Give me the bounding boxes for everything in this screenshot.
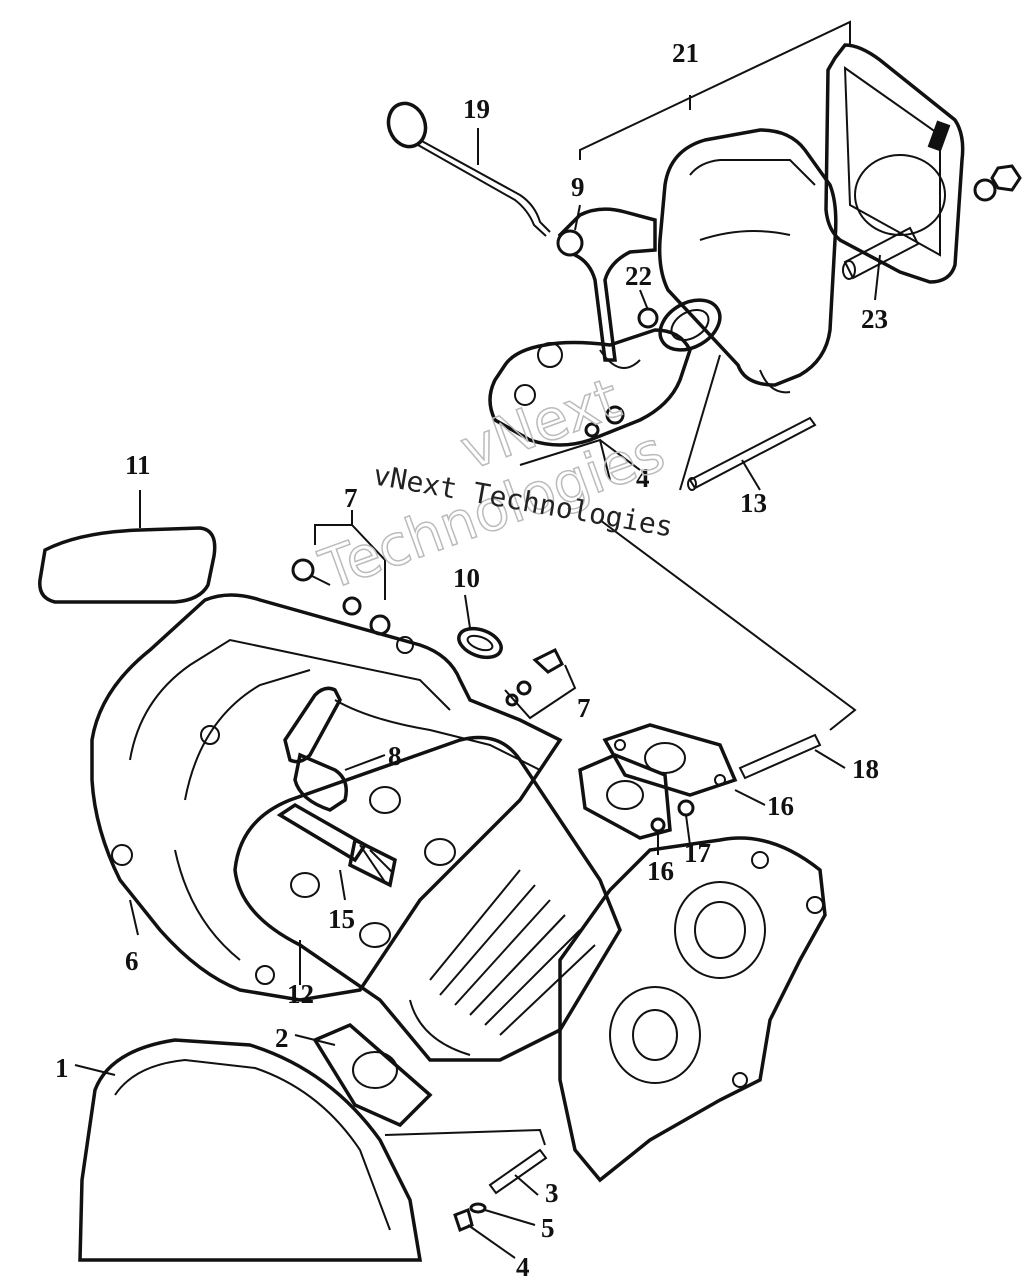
- part-label-18: 18: [852, 754, 879, 784]
- leader-5: [484, 1209, 536, 1226]
- crankcase: [558, 836, 827, 1183]
- oring-10: [457, 626, 503, 660]
- pin-4-bottom: [453, 1208, 474, 1233]
- leader-1: [74, 1064, 116, 1076]
- part-label-8: 8: [388, 741, 402, 771]
- part-label-2: 2: [275, 1023, 289, 1053]
- leader-6: [129, 899, 139, 936]
- nameplate-11: [38, 526, 217, 604]
- part-label-11: 11: [125, 450, 151, 480]
- spark-plug-15: [276, 802, 397, 888]
- part-label-1: 1: [55, 1053, 69, 1083]
- part-label-6: 6: [125, 946, 139, 976]
- part-label-7-top: 7: [344, 483, 358, 513]
- part-label-9: 9: [571, 172, 585, 202]
- air-cleaner-cover: [824, 43, 965, 284]
- leader-10: [464, 594, 471, 629]
- mounting-bracket: [556, 207, 657, 362]
- leader-3: [514, 1174, 539, 1196]
- part-label-17: 17: [684, 838, 711, 868]
- gasket-2: [312, 1022, 433, 1128]
- nut-washer-right: [973, 164, 1022, 202]
- shroud-6: [90, 593, 563, 1002]
- stud-13: [687, 416, 817, 491]
- leader-23: [874, 254, 881, 301]
- part-label-4-bottom: 4: [516, 1252, 530, 1280]
- washer-17: [677, 799, 695, 817]
- part-label-5: 5: [541, 1213, 555, 1243]
- leader-15: [339, 869, 346, 901]
- leader-9: [574, 204, 581, 231]
- cylinder-head-12: [233, 735, 622, 1062]
- cover-1: [78, 1038, 423, 1262]
- part-label-10: 10: [453, 563, 480, 593]
- part-label-13: 13: [740, 488, 767, 518]
- part-label-4-top: 4: [636, 463, 650, 493]
- leader-4-bottom: [467, 1224, 516, 1259]
- leader-16-right: [734, 789, 766, 806]
- part-label-12: 12: [287, 979, 314, 1009]
- washer-5: [469, 1202, 487, 1214]
- part-label-16-right: 16: [767, 791, 794, 821]
- leader-17: [685, 814, 691, 846]
- leader-housing-stud: [679, 354, 721, 491]
- leader-7-right: [504, 664, 577, 720]
- part-label-7-right: 7: [577, 693, 591, 723]
- screws-7-top: [291, 558, 391, 636]
- tube-23: [842, 226, 920, 280]
- gasket-16-lower: [578, 753, 672, 840]
- leader-2: [294, 1034, 336, 1046]
- air-cleaner-housing: [657, 128, 838, 394]
- part-label-22: 22: [625, 261, 652, 291]
- stud-18: [738, 733, 822, 780]
- leader-21-bracket: [579, 20, 851, 160]
- leader-4-top-b: [599, 439, 641, 471]
- part-label-23: 23: [861, 304, 888, 334]
- leader-8: [344, 754, 386, 771]
- elbow-22: [637, 298, 722, 352]
- leader-13: [741, 459, 761, 491]
- watermark: vNext Technologies vNext Technologies: [311, 365, 675, 604]
- screw-7-right: [505, 647, 564, 707]
- part-label-16-lower: 16: [647, 856, 674, 886]
- part-label-19: 19: [463, 94, 490, 124]
- leader-22: [639, 289, 649, 311]
- carburetor: [488, 328, 692, 447]
- part-label-15: 15: [328, 904, 355, 934]
- spark-plug-boot-8: [283, 686, 541, 812]
- leader-crank-pins: [384, 1128, 546, 1146]
- stud-3: [488, 1148, 548, 1195]
- leader-bracket-long: [599, 519, 857, 731]
- gasket-16-upper: [602, 723, 738, 797]
- dipstick-19: [386, 101, 551, 237]
- part-label-21: 21: [672, 38, 699, 68]
- leader-18: [814, 749, 846, 769]
- part-label-3: 3: [545, 1178, 559, 1208]
